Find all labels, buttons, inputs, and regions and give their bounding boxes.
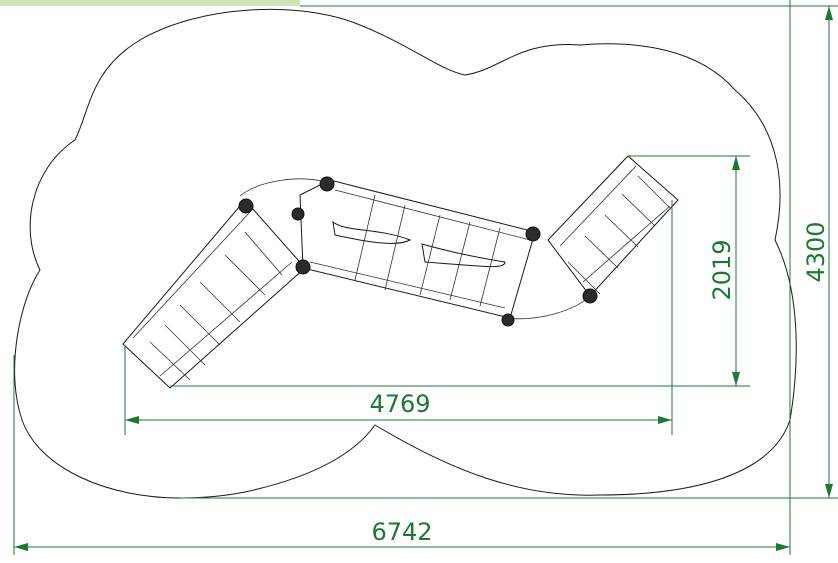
total-height-label: 4300 [802, 221, 830, 282]
total-width-label: 6742 [371, 518, 432, 546]
dimension-total-height: 4300 [180, 5, 838, 499]
right-ladder [547, 155, 679, 297]
dimension-total-width: 6742 [13, 0, 791, 555]
joints [238, 176, 598, 327]
dimension-equipment-length: 4769 [124, 200, 673, 435]
header-strip [0, 0, 300, 6]
left-ladder [122, 199, 306, 389]
central-bridge [239, 178, 591, 320]
safety-zone-outline [14, 8, 797, 499]
dimension-equipment-height: 2019 [170, 155, 750, 387]
equipment-height-label: 2019 [708, 239, 736, 300]
equipment-length-label: 4769 [369, 390, 430, 418]
